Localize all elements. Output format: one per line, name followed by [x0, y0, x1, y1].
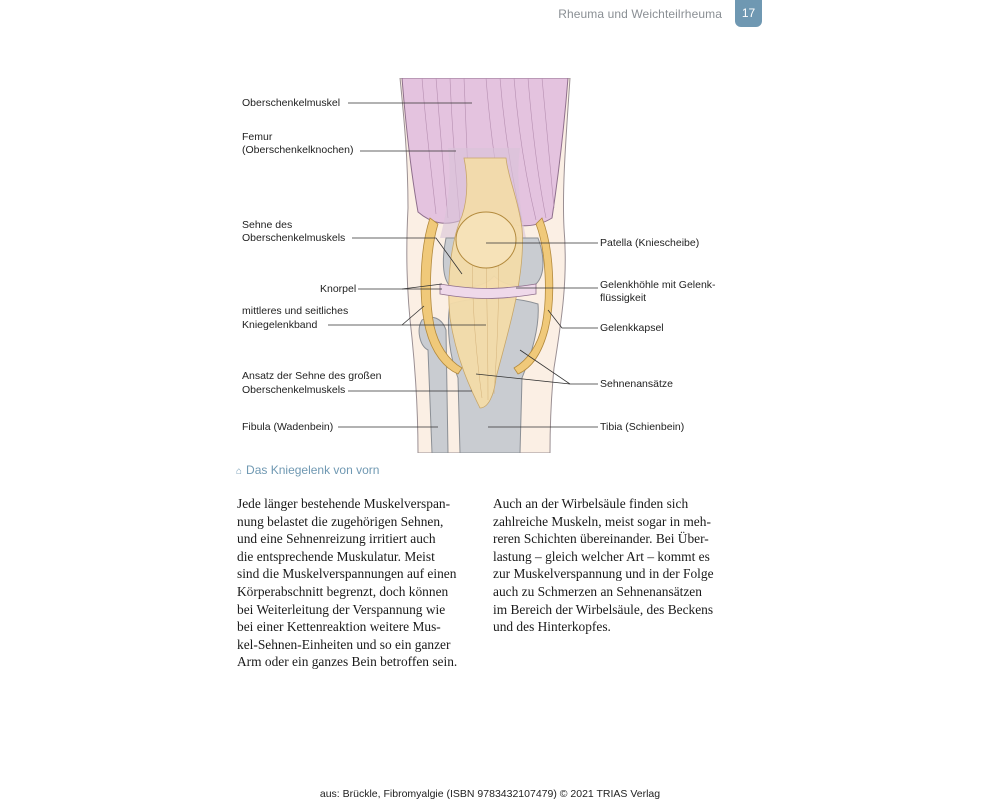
text-line: Körperabschnitt begrenzt, doch können — [237, 583, 449, 599]
text-line: sind die Muskelverspannungen auf einen — [237, 566, 457, 582]
label-gelenkkapsel: Gelenkkapsel — [600, 322, 664, 334]
joint-capsule — [420, 217, 463, 375]
label-ansatz: Ansatz der Sehne des großen — [242, 370, 382, 382]
label-kniegelenkband: mittleres und seitliches — [242, 305, 349, 317]
label-sehnenansaetze: Sehnenansätze — [600, 378, 673, 390]
text-line: bei einer Kettenreaktion weitere Mus- — [237, 619, 441, 635]
label-gelenkhoehle-sub: flüssigkeit — [600, 292, 647, 304]
text-line: auch zu Schmerzen an Sehnenansätzen — [493, 583, 702, 599]
text-line: reren Schichten übereinander. Bei Über- — [493, 531, 709, 547]
text-line: und des Hinterkopfes. — [493, 619, 611, 635]
label-femur-sub: (Oberschenkelknochen) — [242, 144, 354, 156]
running-head: Rheuma und Weichteilrheuma — [558, 7, 722, 21]
text-line: zur Muskelverspannung und in der Folge — [493, 566, 714, 582]
label-gelenkhoehle: Gelenkhöhle mit Gelenk- — [600, 279, 716, 291]
joint-space — [439, 283, 537, 299]
text-line: kel-Sehnen-Einheiten und so ein ganzer — [237, 636, 451, 652]
up-arrow-icon: ⌂ — [236, 466, 243, 477]
patella-bone — [455, 211, 517, 269]
label-femur: Femur — [242, 131, 273, 143]
label-kniegelenkband-sub: Kniegelenkband — [242, 319, 318, 331]
caption-text: Das Kniegelenk von vorn — [246, 463, 380, 477]
label-ansatz-sub: Oberschenkelmuskels — [242, 384, 346, 396]
text-line: lastung – gleich welcher Art – kommt es — [493, 548, 710, 564]
text-line: Arm oder ein ganzes Bein betroffen sein. — [237, 654, 458, 670]
body-text-left-column: Jede länger bestehende Muskelverspan- nu… — [237, 495, 469, 671]
source-footer: aus: Brückle, Fibromyalgie (ISBN 9783432… — [319, 788, 661, 800]
text-line: zahlreiche Muskeln, meist sogar in meh- — [493, 513, 711, 529]
page-number-badge: 17 — [735, 0, 762, 27]
body-text-right-column: Auch an der Wirbelsäule finden sich zahl… — [493, 495, 725, 636]
text-line: nung belastet die zugehörigen Sehnen, — [237, 513, 444, 529]
knee-figure: Oberschenkelmuskel Femur (Oberschenkelkn… — [236, 78, 736, 453]
label-tibia: Tibia (Schienbein) — [600, 421, 685, 433]
label-sehne: Sehne des — [242, 219, 293, 231]
label-sehne-sub: Oberschenkelmuskels — [242, 232, 346, 244]
knee-illustration — [328, 78, 598, 453]
text-line: und eine Sehnenreizung irritiert auch — [237, 531, 436, 547]
label-patella: Patella (Kniescheibe) — [600, 237, 700, 249]
label-oberschenkelmuskel: Oberschenkelmuskel — [242, 97, 341, 109]
text-line: im Bereich der Wirbelsäule, des Beckens — [493, 601, 714, 617]
text-line: die entsprechende Muskulatur. Meist — [237, 548, 435, 564]
label-knorpel: Knorpel — [320, 283, 357, 295]
figure-caption: ⌂Das Kniegelenk von vorn — [236, 463, 379, 477]
text-line: bei Weiterleitung der Verspannung wie — [237, 601, 446, 617]
label-fibula: Fibula (Wadenbein) — [242, 421, 334, 433]
text-line: Jede länger bestehende Muskelverspan- — [237, 496, 451, 511]
text-line: Auch an der Wirbelsäule finden sich — [493, 496, 689, 511]
